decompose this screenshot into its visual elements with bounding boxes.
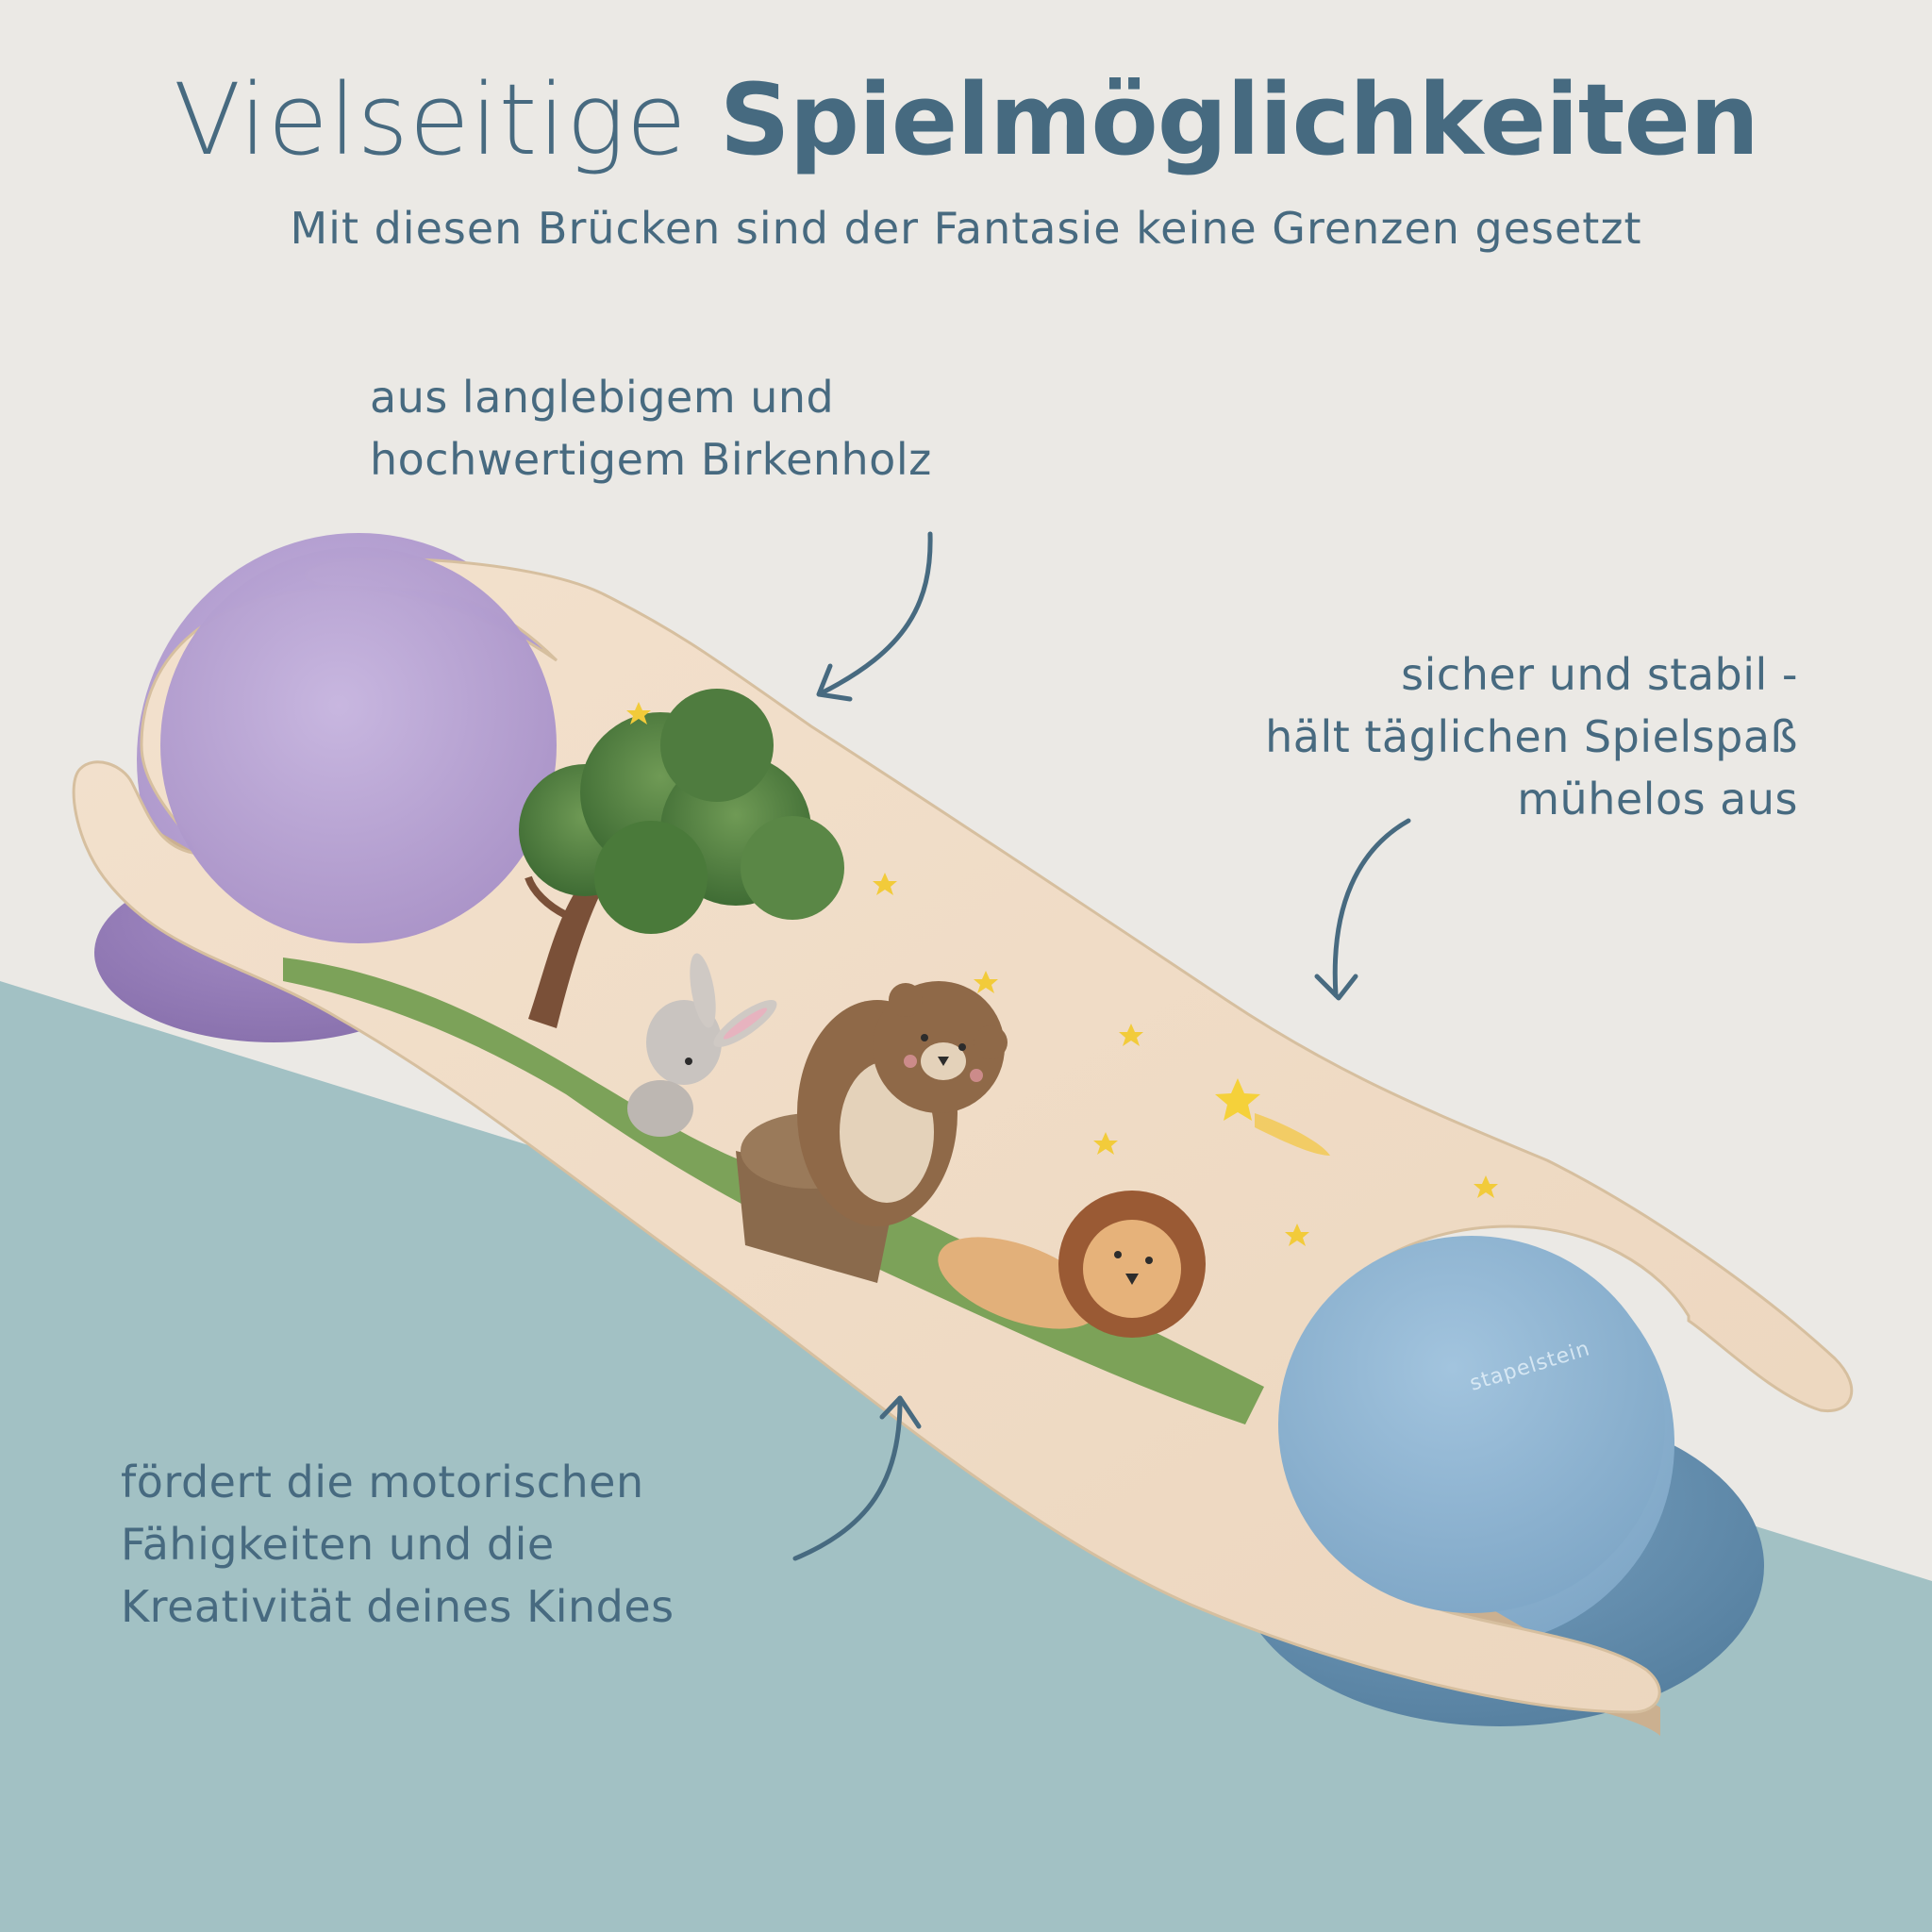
tree-illustration <box>519 689 844 1028</box>
callout-line: aus langlebigem und <box>370 372 835 423</box>
callout-line: Fähigkeiten und die <box>121 1519 555 1570</box>
title-bold: Spielmöglichkeiten <box>719 62 1759 177</box>
star-icons <box>626 702 1498 1246</box>
page-subtitle: Mit diesen Brücken sind der Fantasie kei… <box>290 203 1642 254</box>
callout-line: Kreativität deines Kindes <box>121 1581 675 1632</box>
arrow-safe-icon <box>1314 818 1411 1001</box>
shooting-star-icon <box>1215 1078 1330 1156</box>
rabbit-illustration <box>627 953 777 1137</box>
callout-line: fördert die motorischen <box>121 1457 644 1507</box>
callout-line: sicher und stabil - <box>1401 649 1798 700</box>
page-title: Vielseitige Spielmöglichkeiten <box>0 58 1932 181</box>
callout-motor-skills: fördert die motorischen Fähigkeiten und … <box>121 1451 675 1638</box>
bear-illustration <box>736 981 1008 1283</box>
arrow-wood-icon <box>816 531 933 702</box>
title-light: Vielseitige <box>173 62 688 177</box>
lion-illustration <box>938 1191 1206 1338</box>
callout-line: hält täglichen Spielspaß <box>1265 711 1798 762</box>
callout-safe-stable: sicher und stabil - hält täglichen Spiel… <box>1265 643 1798 830</box>
arrow-motor-icon <box>792 1395 922 1561</box>
callout-birch-wood: aus langlebigem und hochwertigem Birkenh… <box>370 366 932 491</box>
callout-line: mühelos aus <box>1517 774 1798 824</box>
callout-line: hochwertigem Birkenholz <box>370 434 932 485</box>
